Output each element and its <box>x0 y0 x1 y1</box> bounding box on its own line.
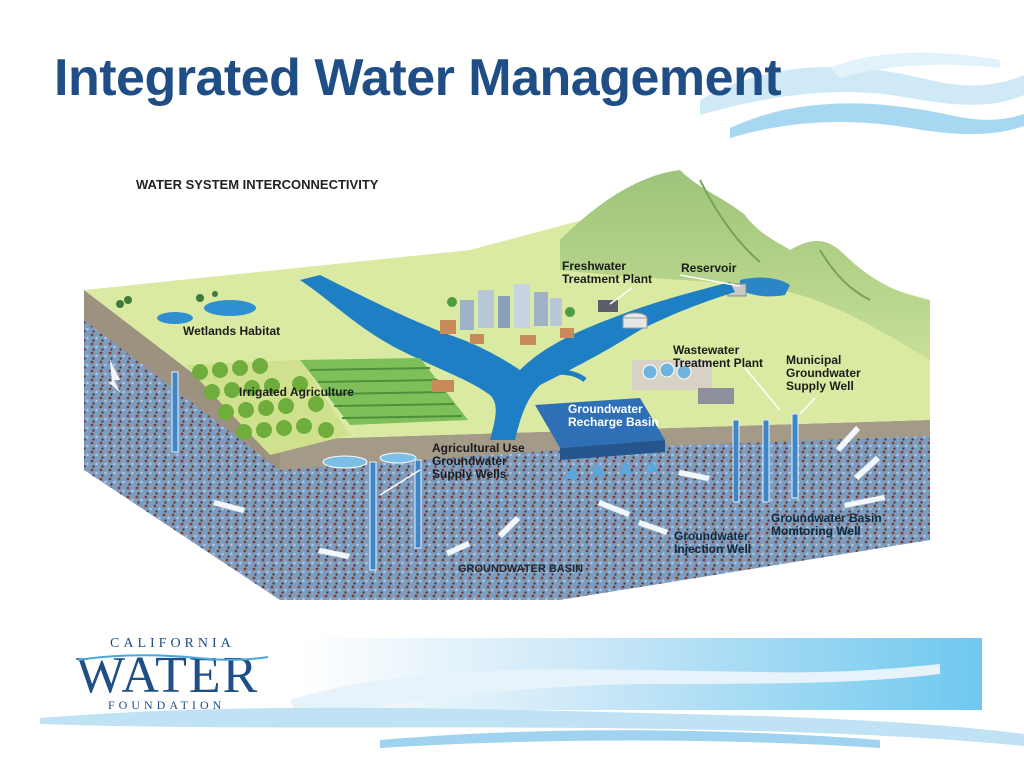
water-system-diagram <box>84 170 930 600</box>
label-wastewater-treatment-plant: Wastewater Treatment Plant <box>673 343 764 370</box>
logo-california: CALIFORNIA <box>110 636 235 651</box>
label-wetlands-habitat: Wetlands Habitat <box>183 324 281 338</box>
crop-field <box>300 358 468 425</box>
top-wave-decoration <box>700 52 1024 138</box>
logo-wave-icon <box>78 654 268 661</box>
reservoir <box>740 277 790 297</box>
label-agricultural-supply-wells: Agricultural Use Groundwater Supply Well… <box>432 441 525 481</box>
label-injection-well: Groundwater Injection Well <box>674 529 752 556</box>
diagram-heading: WATER SYSTEM INTERCONNECTIVITY <box>136 177 379 192</box>
bottom-wave-decoration <box>40 638 1024 748</box>
label-groundwater-basin: GROUNDWATER BASIN <box>458 563 584 575</box>
label-irrigated-agriculture: Irrigated Agriculture <box>239 385 354 399</box>
recharge-basin <box>535 398 665 448</box>
label-municipal-supply-well: Municipal Groundwater Supply Well <box>786 353 861 393</box>
label-monitoring-well: Groundwater Basin Monitoring Well <box>771 511 882 538</box>
farm-house <box>432 380 454 392</box>
label-freshwater-treatment-plant: Freshwater Treatment Plant <box>562 259 653 286</box>
wastewater-treatment-plant <box>632 360 734 404</box>
wetland-pond-1 <box>204 300 256 316</box>
label-reservoir: Reservoir <box>681 261 737 275</box>
city-buildings <box>440 284 575 345</box>
wells <box>171 371 799 571</box>
recharge-drops <box>566 458 658 479</box>
logo-foundation: FOUNDATION <box>108 698 226 712</box>
flow-arrows <box>107 359 886 560</box>
label-recharge-basin: Groundwater Recharge Basin <box>568 402 659 429</box>
freshwater-treatment-plant <box>598 300 648 329</box>
soil-left-face <box>84 290 280 600</box>
page-title: Integrated Water Management <box>54 49 782 107</box>
hills <box>560 170 930 360</box>
orchard <box>185 358 350 455</box>
